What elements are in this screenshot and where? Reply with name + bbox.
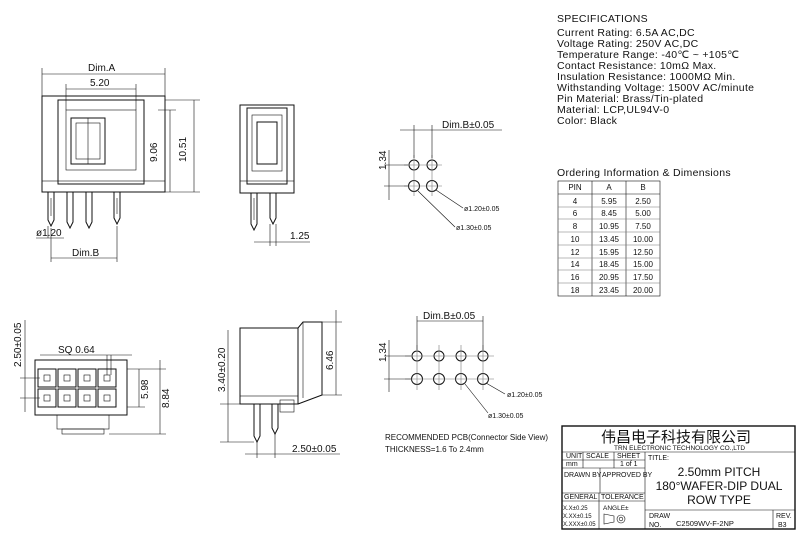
spec-line: Material: LCP,UL94V-0 xyxy=(557,104,669,116)
side-2-50-label: 2.50±0.05 xyxy=(292,444,337,455)
spec-line: Voltage Rating: 250V AC,DC xyxy=(557,38,699,50)
sq-0-64-label: SQ 0.64 xyxy=(58,345,95,356)
side-6-46-label: 6.46 xyxy=(325,350,336,370)
pcb-hole-120-label: ø1.20±0.05 xyxy=(464,206,499,213)
table-cell: 5.00 xyxy=(635,209,651,218)
spec-line: Insulation Resistance: 1000MΩ Min. xyxy=(557,71,736,83)
company-name-en: TRN ELECTRONIC TECHNOLOGY CO.,LTD xyxy=(614,445,745,452)
table-cell: 7.50 xyxy=(635,222,651,231)
spec-line: Withstanding Voltage: 1500V AC/minute xyxy=(557,82,754,94)
tolerance-label: TOLERANCE xyxy=(601,494,644,501)
table-cell: 2.50 xyxy=(635,197,651,206)
bottom-view: 2.50±0.05 SQ 0.64 5.98 8.84 xyxy=(13,320,172,435)
unit-value: mm xyxy=(566,461,578,468)
table-cell: 23.45 xyxy=(599,286,620,295)
dim-9-06-label: 9.06 xyxy=(149,142,160,162)
pcb-1-34-label: 1.34 xyxy=(378,150,389,170)
table-cell: 17.50 xyxy=(633,273,654,282)
tol-2: X.XX±0.15 xyxy=(563,514,592,520)
table-cell: 18 xyxy=(571,286,580,295)
ordering-table: Ordering Information & Dimensions PIN A … xyxy=(557,167,731,297)
no-label: NO. xyxy=(649,522,662,529)
front-pins xyxy=(47,192,121,230)
pcb2-hole-130-label: ø1.30±0.05 xyxy=(488,413,523,420)
approved-by-label: APPROVED BY xyxy=(602,472,653,479)
title-line-1: 2.50mm PITCH xyxy=(678,465,761,479)
tol-1: X.X±0.25 xyxy=(563,506,588,512)
spec-line: Temperature Range: -40℃ ~ +105℃ xyxy=(557,49,739,61)
ordering-heading: Ordering Information & Dimensions xyxy=(557,167,731,179)
table-cell: 13.45 xyxy=(599,235,620,244)
table-cell: 4 xyxy=(573,197,578,206)
table-header-b: B xyxy=(640,183,645,192)
dim-10-51-label: 10.51 xyxy=(178,137,189,162)
table-cell: 20.95 xyxy=(599,273,620,282)
dim-b-label: Dim.B xyxy=(72,248,100,259)
table-cell: 14 xyxy=(571,260,580,269)
general-label: GENERAL xyxy=(564,494,598,501)
draw-label: DRAW xyxy=(649,513,671,520)
specifications-heading: SPECIFICATIONS xyxy=(557,13,648,25)
angle-label: ANGLE± xyxy=(603,505,629,512)
pcb-layout-bottom: Dim.B±0.05 1.34 ø1.20±0.05 ø1.30±0.05 xyxy=(378,311,542,420)
title-block: 伟昌电子科技有限公司 TRN ELECTRONIC TECHNOLOGY CO.… xyxy=(561,425,796,530)
table-cell: 8.45 xyxy=(601,209,617,218)
title-label: TITLE: xyxy=(648,455,669,462)
scale-label: SCALE xyxy=(586,453,609,460)
side-3-40-label: 3.40±0.20 xyxy=(217,347,228,392)
side-view-bottom: 3.40±0.20 6.46 2.50±0.05 xyxy=(217,310,342,458)
spec-line: Contact Resistance: 10mΩ Max. xyxy=(557,60,717,72)
table-cell: 10 xyxy=(571,235,580,244)
tol-3: X.XXX±0.05 xyxy=(563,522,596,528)
projection-symbol-icon xyxy=(603,513,626,525)
drawing-number: C2509WV-F-2NP xyxy=(676,519,734,528)
table-cell: 12.50 xyxy=(633,248,654,257)
bottom-5-98-label: 5.98 xyxy=(140,379,151,399)
pcb-layout-top: Dim.B±0.05 1.34 ø1.20±0.05 ø1.30±0.05 xyxy=(378,120,502,232)
table-cell: 10.00 xyxy=(633,235,654,244)
specifications-block: SPECIFICATIONS Current Rating: 6.5A AC,D… xyxy=(557,13,754,127)
note-recommended-pcb: RECOMMENDED PCB(Connector Side View) xyxy=(385,433,548,442)
bottom-8-84-label: 8.84 xyxy=(161,388,172,408)
drawn-by-label: DRAWN BY xyxy=(564,472,602,479)
table-cell: 5.95 xyxy=(601,197,617,206)
table-header-a: A xyxy=(606,183,612,192)
table-cell: 20.00 xyxy=(633,286,654,295)
note-thickness: THICKNESS=1.6 To 2.4mm xyxy=(385,445,484,454)
rev-value: B3 xyxy=(778,522,787,529)
table-cell: 16 xyxy=(571,273,580,282)
spec-line: Pin Material: Brass/Tin-plated xyxy=(557,93,703,105)
table-cell: 10.95 xyxy=(599,222,620,231)
title-line-3: ROW TYPE xyxy=(687,493,751,507)
pcb-hole-130-label: ø1.30±0.05 xyxy=(456,225,491,232)
pcb-dim-b-label: Dim.B±0.05 xyxy=(442,120,495,131)
table-cell: 8 xyxy=(573,222,578,231)
spec-line: Color: Black xyxy=(557,115,618,127)
table-cell: 15.00 xyxy=(633,260,654,269)
sheet-label: SHEET xyxy=(617,453,641,460)
sheet-value: 1 of 1 xyxy=(620,461,638,468)
pcb2-hole-120-label: ø1.20±0.05 xyxy=(507,392,542,399)
table-header-pin: PIN xyxy=(568,183,582,192)
dim-a-label: Dim.A xyxy=(88,63,116,74)
unit-label: UNIT xyxy=(566,453,583,460)
dim-pin-dia-label: ø1.20 xyxy=(36,228,62,239)
side-view-top: 1.25 xyxy=(239,104,310,246)
table-cell: 18.45 xyxy=(599,260,620,269)
rev-label: REV. xyxy=(776,513,792,520)
pcb2-1-34-label: 1.34 xyxy=(378,342,389,362)
title-line-2: 180°WAFER-DIP DUAL xyxy=(656,479,783,493)
dim-1-25-label: 1.25 xyxy=(290,231,310,242)
spec-line: Current Rating: 6.5A AC,DC xyxy=(557,27,695,39)
company-name-cn: 伟昌电子科技有限公司 xyxy=(601,429,751,446)
front-view: Dim.A 5.20 9.06 10.51 ø1.20 Dim.B xyxy=(36,63,200,262)
table-cell: 12 xyxy=(571,248,580,257)
table-cell: 15.95 xyxy=(599,248,620,257)
bottom-cells xyxy=(37,368,117,408)
bottom-2-50-label: 2.50±0.05 xyxy=(13,322,24,367)
dim-5-20-label: 5.20 xyxy=(90,78,110,89)
pcb2-dim-b-label: Dim.B±0.05 xyxy=(423,311,476,322)
table-cell: 6 xyxy=(573,209,578,218)
